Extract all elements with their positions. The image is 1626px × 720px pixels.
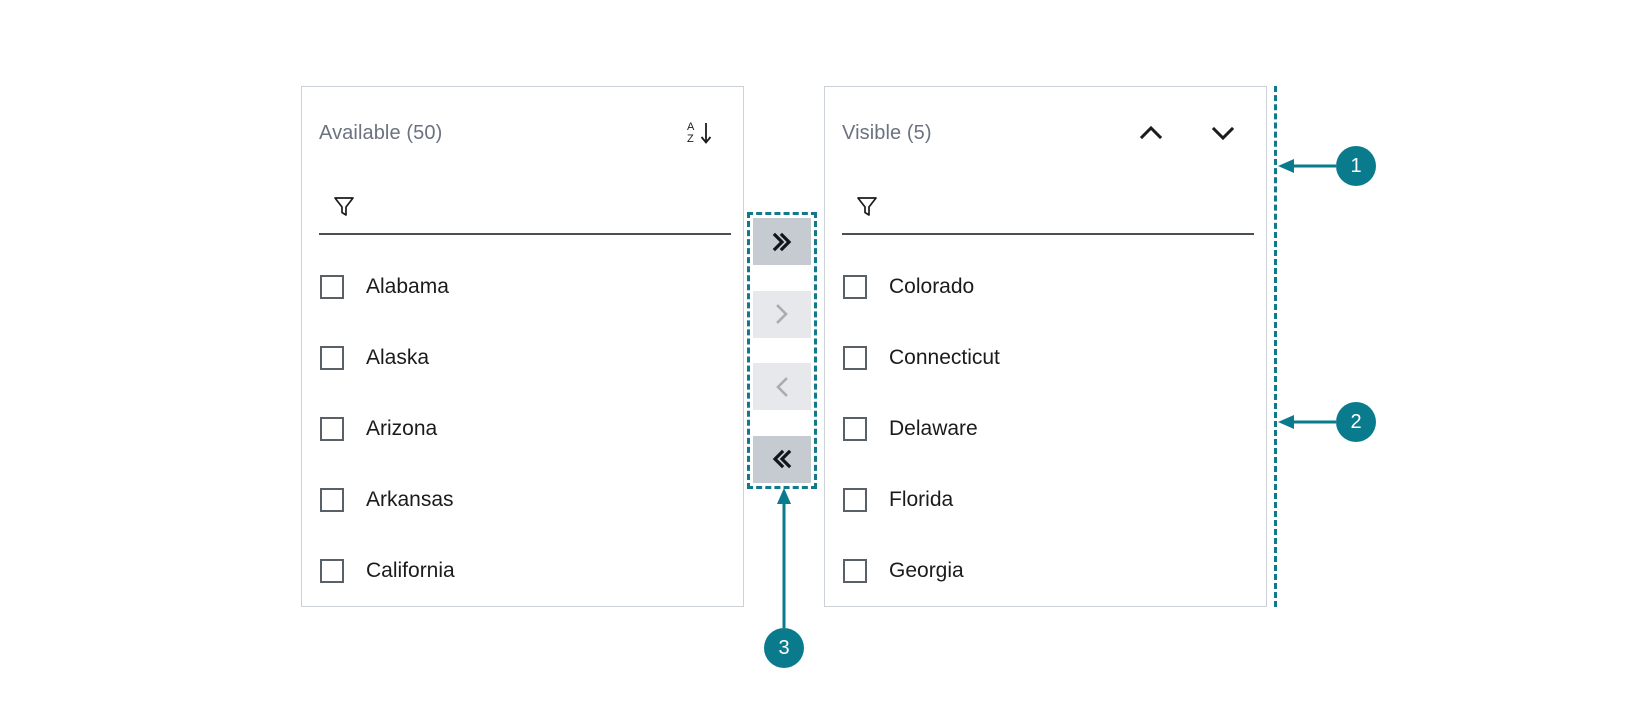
annotation-badge-1-label: 1	[1350, 154, 1362, 177]
visible-filter-input[interactable]	[891, 179, 1254, 233]
checkbox[interactable]	[320, 274, 344, 299]
sort-az-descending-icon[interactable]: A Z	[685, 118, 715, 148]
list-item[interactable]: Alaska	[302, 322, 743, 393]
visible-panel-title: Visible (5)	[842, 121, 932, 144]
annotation-badge-3: 3	[764, 628, 804, 668]
list-item[interactable]: Arizona	[302, 393, 743, 464]
checkbox[interactable]	[320, 487, 344, 512]
chevron-down-icon[interactable]	[1208, 118, 1238, 148]
move-all-left-button[interactable]	[753, 435, 811, 483]
available-panel-header: Available (50) A Z	[302, 87, 743, 179]
list-item-label: Arizona	[366, 416, 438, 440]
move-all-right-button[interactable]	[753, 218, 811, 265]
list-item-label: Delaware	[889, 416, 978, 440]
list-item-label: Georgia	[889, 558, 964, 582]
move-right-button[interactable]	[753, 290, 811, 338]
annotation-region-2-outline	[1274, 241, 1277, 607]
list-item-label: Arkansas	[366, 487, 454, 511]
move-left-button[interactable]	[753, 363, 811, 411]
list-item[interactable]: Georgia	[825, 535, 1266, 606]
checkbox[interactable]	[843, 558, 867, 583]
list-item-label: Florida	[889, 487, 954, 511]
list-item-label: Connecticut	[889, 345, 1000, 369]
filter-funnel-icon	[332, 194, 356, 218]
list-item-label: Alabama	[366, 274, 449, 298]
annotation-badge-2-label: 2	[1350, 410, 1362, 433]
list-item-label: California	[366, 558, 455, 582]
visible-option-list[interactable]: Colorado Connecticut Delaware Florida Ge…	[825, 239, 1266, 606]
checkbox[interactable]	[320, 558, 344, 583]
checkbox[interactable]	[843, 487, 867, 512]
list-item-label: Alaska	[366, 345, 430, 369]
list-item[interactable]: Connecticut	[825, 322, 1266, 393]
visible-filter-row[interactable]	[842, 179, 1254, 235]
available-option-list[interactable]: Alabama Alaska Arizona Arkansas Californ…	[302, 239, 743, 606]
annotation-badge-1: 1	[1336, 146, 1376, 186]
available-panel-header-actions: A Z	[685, 118, 715, 148]
svg-text:Z: Z	[687, 133, 694, 145]
annotation-badge-2: 2	[1336, 402, 1376, 442]
svg-text:A: A	[687, 121, 695, 133]
chevron-up-icon[interactable]	[1136, 118, 1166, 148]
list-item[interactable]: Florida	[825, 464, 1266, 535]
list-item[interactable]: Alabama	[302, 251, 743, 322]
list-item[interactable]: Arkansas	[302, 464, 743, 535]
annotation-badge-3-label: 3	[778, 636, 790, 659]
visible-panel-header: Visible (5)	[825, 87, 1266, 179]
available-filter-row[interactable]	[319, 179, 731, 235]
checkbox[interactable]	[843, 416, 867, 441]
list-item[interactable]: Colorado	[825, 251, 1266, 322]
available-filter-input[interactable]	[368, 179, 731, 233]
checkbox[interactable]	[843, 345, 867, 370]
transfer-button-group	[747, 212, 817, 489]
list-item-label: Colorado	[889, 274, 975, 298]
available-panel-title: Available (50)	[319, 121, 443, 144]
checkbox[interactable]	[843, 274, 867, 299]
list-item[interactable]: California	[302, 535, 743, 606]
visible-panel: Visible (5)	[824, 86, 1267, 607]
checkbox[interactable]	[320, 416, 344, 441]
visible-panel-header-actions	[1136, 118, 1238, 148]
checkbox[interactable]	[320, 345, 344, 370]
list-item[interactable]: Delaware	[825, 393, 1266, 464]
available-panel: Available (50) A Z	[301, 86, 744, 607]
annotation-region-1-outline	[1274, 86, 1277, 238]
filter-funnel-icon	[855, 194, 879, 218]
